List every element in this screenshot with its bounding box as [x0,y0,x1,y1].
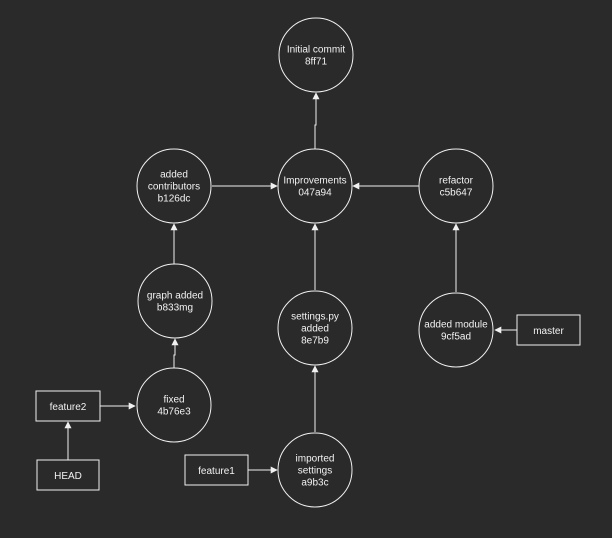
label-line: 9cf5ad [441,332,471,343]
label-line: settings [298,466,332,477]
label-line: settings.py [291,312,339,323]
label-line: graph added [147,291,203,302]
edge-fixed-to-graph [171,338,179,368]
label-line: added [160,170,188,181]
ref-layer: master feature2 feature1 HEAD [35,314,581,491]
label-line: fixed [163,395,184,406]
label-line: a9b3c [301,478,328,489]
label-line: contributors [148,182,200,193]
ref-head-label: HEAD [54,471,82,482]
label-line: Initial commit [287,45,346,56]
label-line: b833mg [157,303,193,314]
ref-feature2[interactable]: feature2 [35,390,101,422]
edge-layer [64,92,517,474]
ref-master-label: master [533,326,564,337]
label-line: 047a94 [298,188,332,199]
label-line: b126dc [158,194,191,205]
label-line: 8ff71 [305,57,327,68]
ref-feature2-label: feature2 [50,402,87,413]
label-line: 8e7b9 [301,336,329,347]
label-line: imported [296,454,335,465]
label-line: c5b647 [440,188,473,199]
label-line: 4b76e3 [157,407,191,418]
ref-master[interactable]: master [516,314,581,346]
ref-feature1[interactable]: feature1 [184,454,249,486]
label-line: Improvements [283,176,346,187]
label-line: refactor [439,176,474,187]
ref-head[interactable]: HEAD [36,459,100,491]
label-line: added module [424,320,488,331]
label-line: added [301,324,329,335]
ref-feature1-label: feature1 [198,466,235,477]
edge-improvements-to-initial [312,92,320,150]
